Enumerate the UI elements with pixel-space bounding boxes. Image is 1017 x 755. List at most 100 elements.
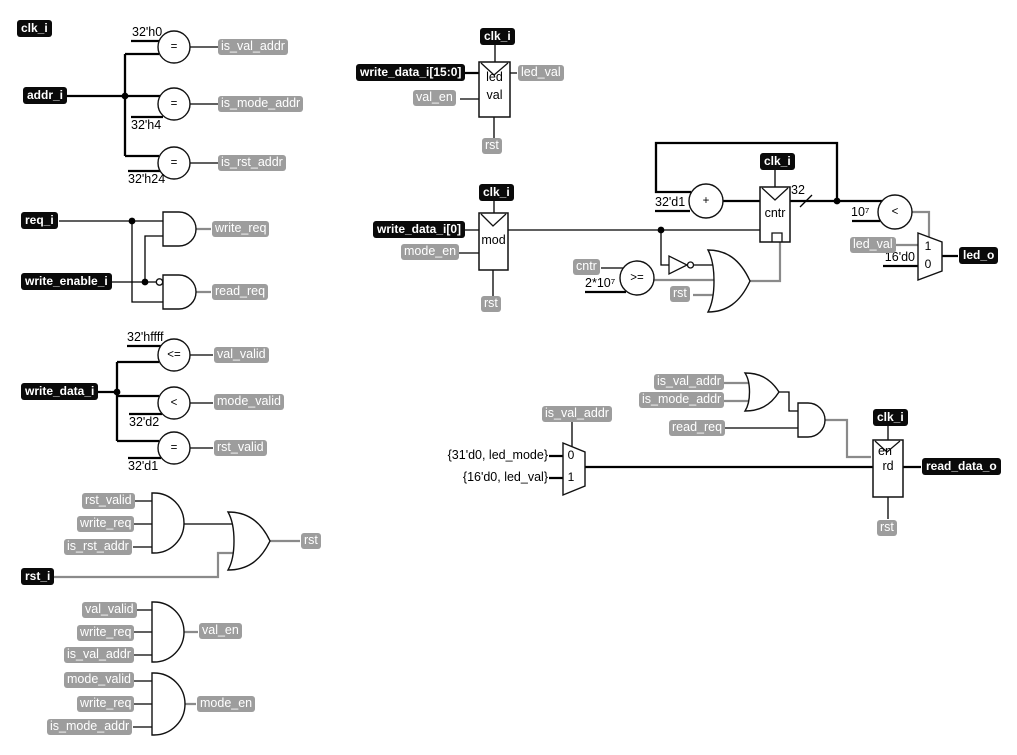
or-gate-read-addr (743, 372, 780, 412)
clock-chevron (480, 62, 509, 76)
port-clk-i-cntr[interactable]: clk_i (760, 153, 795, 170)
and-gate-read-en (797, 402, 826, 438)
and-gates (151, 211, 826, 736)
inverter-triangle (668, 254, 689, 276)
port-rst-i[interactable]: rst_i (21, 568, 55, 585)
invert-bubble-read-req (155, 278, 164, 286)
port-clk-i[interactable]: clk_i (17, 20, 52, 37)
junction-dot (833, 197, 841, 205)
label-is-mode-addr-in[interactable]: is_mode_addr (47, 719, 133, 735)
mux-led-out (917, 231, 943, 282)
label-write-req[interactable]: write_req (212, 221, 270, 237)
junction-dot (141, 278, 149, 286)
const-32d1: 32'd1 (128, 459, 159, 473)
op-le: <= (167, 349, 181, 361)
label-mode-en-in[interactable]: mode_en (401, 244, 460, 260)
label-led-val-out[interactable]: led_val (518, 65, 564, 81)
inverter-led-mode (668, 254, 695, 276)
register-mod-name: mod (481, 233, 506, 247)
label-rst-mod[interactable]: rst (481, 296, 501, 312)
or-gate-cntr-rst (706, 249, 751, 313)
label-cntr-in[interactable]: cntr (573, 259, 600, 275)
label-rst-out[interactable]: rst (301, 533, 321, 549)
op-add: + (702, 195, 710, 207)
lt-circle-mode-valid (157, 386, 191, 420)
register-rd-name: rd (882, 459, 894, 473)
register-led-val (478, 61, 511, 118)
label-is-val-addr-or[interactable]: is_val_addr (654, 374, 724, 390)
label-is-val-addr-in[interactable]: is_val_addr (64, 647, 134, 663)
op-lt-2: < (891, 206, 899, 218)
port-write-data-i-0[interactable]: write_data_i[0] (373, 221, 466, 238)
label-write-req-in2[interactable]: write_req (77, 625, 135, 641)
label-rst-valid-in[interactable]: rst_valid (82, 493, 135, 509)
mux-led-zero: 0 (924, 257, 932, 271)
label-val-valid-in[interactable]: val_valid (82, 602, 137, 618)
const-2e7: 2*10⁷ (585, 276, 616, 290)
label-mode-en-out[interactable]: mode_en (197, 696, 256, 712)
wires-black-bus (62, 39, 958, 480)
or-gates (226, 249, 780, 571)
label-is-mode-addr-or[interactable]: is_mode_addr (639, 392, 725, 408)
label-write-req-in[interactable]: write_req (77, 516, 135, 532)
label-val-en-out[interactable]: val_en (199, 623, 242, 639)
port-clk-i-rd[interactable]: clk_i (873, 409, 908, 426)
mux-read-data (562, 441, 586, 497)
label-mode-valid-in[interactable]: mode_valid (64, 672, 134, 688)
label-val-valid[interactable]: val_valid (214, 347, 269, 363)
eq-circle-is-mode-addr (157, 87, 191, 121)
label-rst-led-val[interactable]: rst (482, 138, 502, 154)
and-gate-read-req (162, 274, 197, 310)
operator-circles (157, 30, 913, 465)
port-addr-i[interactable]: addr_i (23, 87, 68, 104)
port-led-o[interactable]: led_o (959, 247, 999, 264)
register-mod (478, 212, 509, 271)
and-gate-val-en (151, 601, 185, 663)
label-mode-valid[interactable]: mode_valid (214, 394, 284, 410)
ge-circle-cntr-limit (619, 260, 655, 296)
label-val-en-in[interactable]: val_en (413, 90, 456, 106)
op-eq-1: = (170, 41, 178, 53)
label-led-val-mux[interactable]: led_val (850, 237, 896, 253)
clock-chevron (874, 440, 901, 453)
inverter-bubble (686, 261, 695, 269)
lt-circle-led-blink (877, 194, 913, 230)
label-rst-valid[interactable]: rst_valid (214, 440, 267, 456)
label-is-mode-addr[interactable]: is_mode_addr (218, 96, 304, 112)
label-is-val-addr-sel[interactable]: is_val_addr (542, 406, 612, 422)
const-32h4: 32'h4 (131, 118, 162, 132)
label-rst-rd[interactable]: rst (877, 520, 897, 536)
add-circle-cntr (688, 183, 724, 219)
port-read-data-o[interactable]: read_data_o (922, 458, 1001, 475)
registers (478, 61, 904, 498)
clock-chevron (480, 213, 507, 227)
const-1e7: 10⁷ (851, 205, 870, 219)
port-req-i[interactable]: req_i (21, 212, 58, 229)
label-is-rst-addr-in[interactable]: is_rst_addr (64, 539, 132, 555)
const-concat-led-mode: {31'd0, led_mode} (447, 448, 548, 462)
reset-notch-cntr (771, 232, 783, 242)
register-clock-chevrons (480, 62, 901, 453)
junction-dot (121, 92, 129, 100)
label-read-req[interactable]: read_req (212, 284, 269, 300)
label-read-req-in[interactable]: read_req (669, 420, 726, 436)
port-write-data-i-15-0[interactable]: write_data_i[15:0] (356, 64, 466, 81)
port-clk-i-mod[interactable]: clk_i (479, 184, 514, 201)
port-write-enable-i[interactable]: write_enable_i (21, 273, 112, 290)
op-eq-4: = (170, 442, 178, 454)
const-32d1-adder: 32'd1 (655, 195, 686, 209)
port-write-data-i[interactable]: write_data_i (21, 383, 99, 400)
or-gate-rst (226, 511, 271, 571)
eq-circle-is-rst-addr (157, 146, 191, 180)
junction-dot (113, 388, 121, 396)
label-rst-cntr[interactable]: rst (670, 286, 690, 302)
port-clk-i-led-val[interactable]: clk_i (480, 28, 515, 45)
and-gate-rst (151, 492, 185, 554)
label-write-req-in3[interactable]: write_req (77, 696, 135, 712)
junction-dots (113, 92, 841, 396)
register-led-val-line1: led (486, 70, 503, 84)
label-is-rst-addr[interactable]: is_rst_addr (218, 155, 286, 171)
label-is-val-addr[interactable]: is_val_addr (218, 39, 288, 55)
